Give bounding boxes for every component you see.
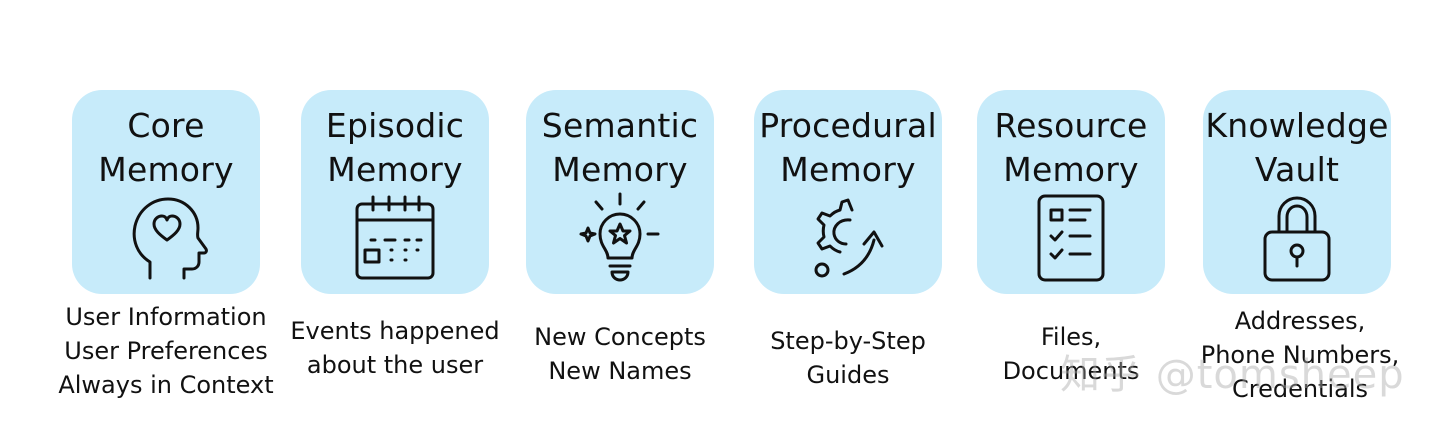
card-knowledge-vault: Knowledge Vault [1203, 90, 1391, 294]
card-title: Semantic Memory [541, 106, 699, 189]
card-title: Resource Memory [994, 106, 1148, 189]
card-description-resource-memory: Files, Documents [1002, 323, 1140, 385]
head-heart-icon [120, 192, 212, 284]
card-semantic-memory: Semantic Memory [526, 90, 714, 294]
gear-arrow-icon [802, 192, 894, 284]
card-description-semantic-memory: New Concepts New Names [534, 323, 706, 385]
padlock-icon [1251, 192, 1343, 284]
card-description-core-memory: User Information User Preferences Always… [58, 303, 274, 399]
card-title: Core Memory [98, 106, 234, 189]
card-core-memory: Core Memory [72, 90, 260, 294]
card-title: Episodic Memory [325, 106, 465, 189]
card-description-knowledge-vault: Addresses, Phone Numbers, Credentials [1200, 307, 1400, 403]
card-description-episodic-memory: Events happened about the user [290, 317, 500, 379]
calendar-icon [349, 192, 441, 284]
card-procedural-memory: Procedural Memory [754, 90, 942, 294]
card-episodic-memory: Episodic Memory [301, 90, 489, 294]
card-title: Knowledge Vault [1205, 106, 1389, 189]
card-resource-memory: Resource Memory [977, 90, 1165, 294]
card-description-procedural-memory: Step-by-Step Guides [770, 327, 926, 389]
lightbulb-star-icon [574, 192, 666, 284]
card-title: Procedural Memory [759, 106, 937, 189]
checklist-document-icon [1025, 192, 1117, 284]
